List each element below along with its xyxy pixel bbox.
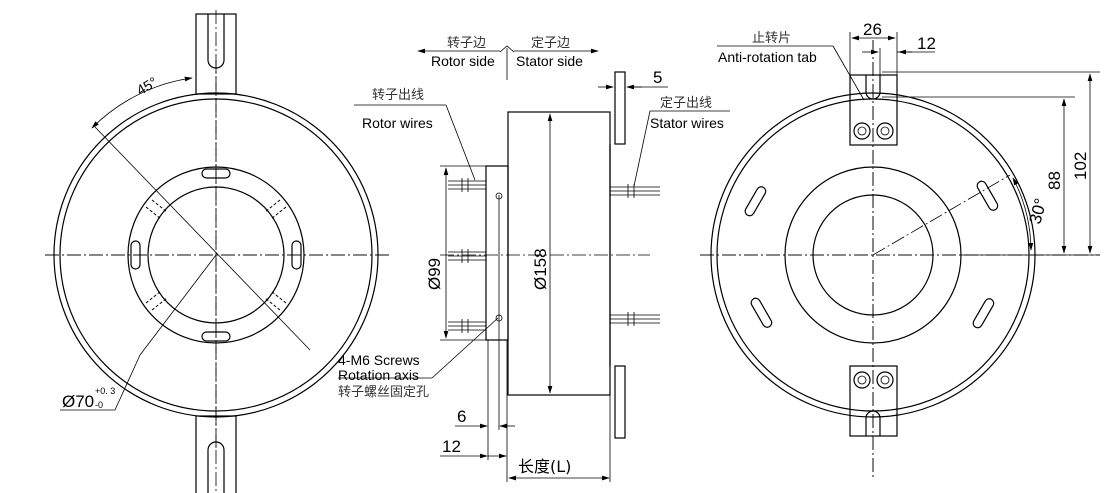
stator-wires-cn: 定子出线 [660, 96, 712, 111]
dim-6-label: 6 [457, 407, 466, 426]
bore-tolerance-lower: -0 [95, 400, 103, 410]
bore-diameter-label: Ø70 [62, 392, 94, 411]
tab-width-label: 26 [863, 20, 882, 39]
dim-12-side-label: 12 [442, 437, 461, 456]
screws-label: 4-M6 Screws [338, 352, 420, 368]
angle-45-label: 45° [134, 74, 160, 98]
side-view: 转子边 Rotor side 定子边 Stator side Ø99 Ø158 [338, 36, 730, 482]
rotor-side-cn: 转子边 [447, 36, 486, 51]
stator-side-cn: 定子边 [531, 36, 570, 51]
flange-thickness-label: 5 [653, 68, 662, 87]
length-label: 长度(L) [518, 457, 571, 476]
rotor-diameter-label: Ø99 [425, 258, 444, 290]
anti-rotation-cn: 止转片 [752, 31, 791, 46]
tab-slot-label: 12 [917, 34, 936, 53]
rotation-axis-label: Rotation axis [338, 367, 419, 383]
dim-88-label: 88 [1045, 171, 1064, 190]
body-diameter-label: Ø158 [531, 248, 550, 290]
rotor-side-label: Rotor side [431, 53, 495, 69]
stator-side-label: Stator side [516, 53, 583, 69]
screws-cn: 转子螺丝固定孔 [338, 385, 429, 400]
anti-rotation-label: Anti-rotation tab [718, 49, 817, 65]
front-view-stator-side: 30° 88 102 26 12 止转片 Anti-rotation tab [700, 20, 1100, 480]
bore-tolerance-upper: +0. 3 [95, 386, 115, 396]
dim-102-label: 102 [1071, 152, 1090, 180]
angle-30-label: 30° [1026, 196, 1051, 226]
front-view-rotor-side: 45° Ø70 +0. 3 -0 [45, 10, 390, 493]
rotor-wires-cn: 转子出线 [372, 88, 424, 103]
stator-wires-label: Stator wires [650, 115, 724, 131]
rotor-wires-label: Rotor wires [362, 115, 433, 131]
